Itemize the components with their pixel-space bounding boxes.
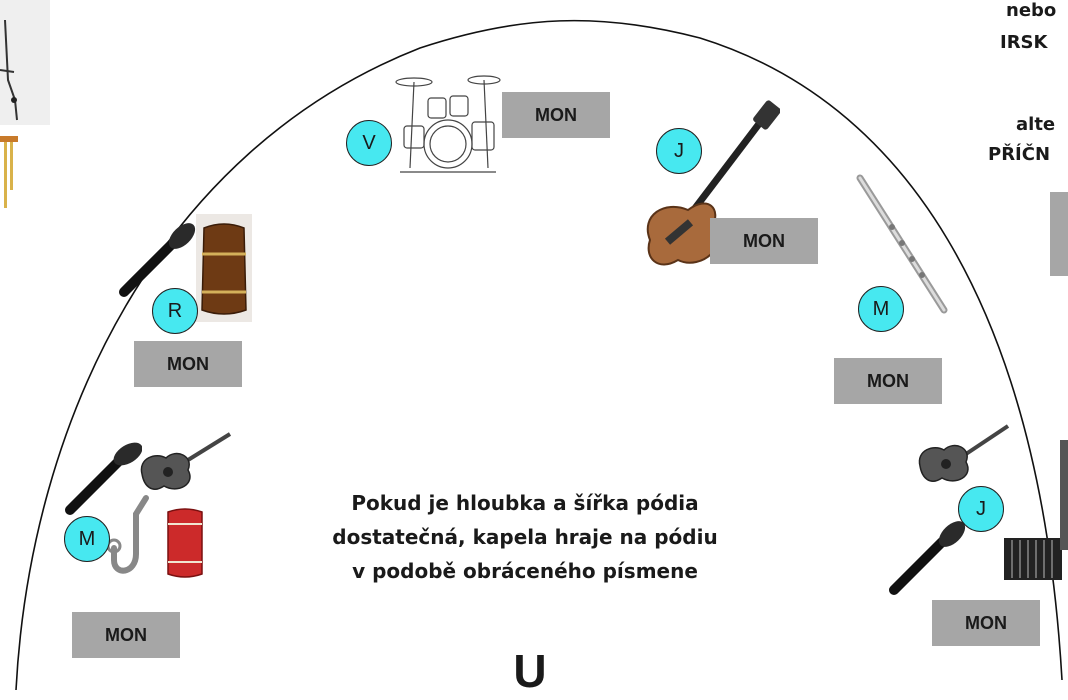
- cut-off-monitor: [1050, 192, 1068, 276]
- side-text-1: nebo: [1006, 0, 1057, 21]
- mic-stand-image: [0, 0, 50, 125]
- conga-image: [196, 214, 252, 322]
- acoustic-guitar-image: [140, 432, 232, 490]
- acoustic-guitar-image: [918, 424, 1010, 482]
- note-line-3: v podobě obráceného písmene: [352, 559, 698, 583]
- drum-kit-image: [395, 75, 501, 173]
- side-text-4: PŘÍČN: [988, 144, 1051, 165]
- monitor-flute: MON: [834, 358, 942, 404]
- microphone-image: [889, 521, 966, 595]
- side-text-2: IRSK: [1000, 32, 1048, 53]
- letter-u: U: [513, 645, 547, 697]
- note-line-1: Pokud je hloubka a šířka pódia: [351, 491, 699, 515]
- monitor-drums: MON: [502, 92, 610, 138]
- player-v: V: [346, 120, 392, 166]
- player-j-bass: J: [656, 128, 702, 174]
- player-r: R: [152, 288, 198, 334]
- flute-image: [856, 174, 948, 314]
- conga-red-image: [167, 508, 203, 578]
- microphone-image: [65, 442, 142, 515]
- monitor-bass: MON: [710, 218, 818, 264]
- monitor-right-bottom: MON: [932, 600, 1040, 646]
- stage-note: Pokud je hloubka a šířka pódia dostatečn…: [290, 486, 760, 588]
- player-m-flute: M: [858, 286, 904, 332]
- monitor-conga: MON: [134, 341, 242, 387]
- saxophone-image: [106, 495, 149, 574]
- cut-off-instrument: [1060, 440, 1068, 550]
- microphone-image: [119, 223, 196, 297]
- player-j-accordion: J: [958, 486, 1004, 532]
- side-text-3: alte: [1016, 114, 1056, 135]
- note-line-2: dostatečná, kapela hraje na pódiu: [332, 525, 718, 549]
- chimes-image: [0, 136, 18, 208]
- accordion-image: [1004, 538, 1062, 580]
- bass-guitar-image: [646, 100, 780, 266]
- player-m-sax: M: [64, 516, 110, 562]
- monitor-left-bottom: MON: [72, 612, 180, 658]
